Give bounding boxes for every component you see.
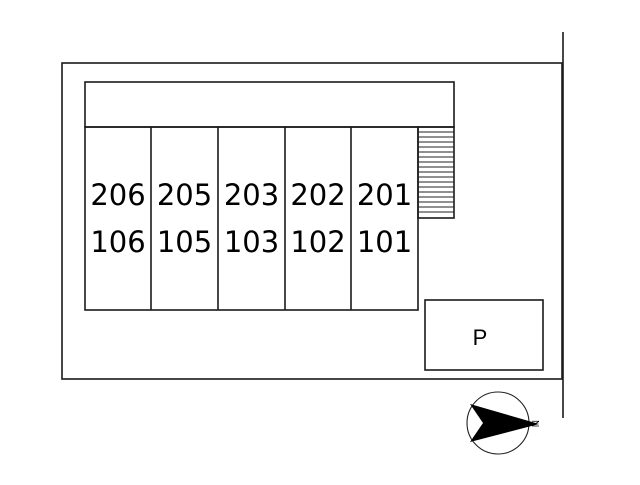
building-corridor xyxy=(84,81,455,128)
unit-dividers xyxy=(150,127,352,310)
building-units-block xyxy=(84,126,419,311)
unit-upper-number: 206 xyxy=(90,178,145,212)
compass-arrow-icon xyxy=(470,404,539,442)
staircase xyxy=(417,126,455,219)
north-compass: N xyxy=(466,391,540,455)
parking-label: P xyxy=(473,325,488,350)
unit-lower-number: 105 xyxy=(157,225,212,259)
unit-upper-number: 203 xyxy=(224,178,279,212)
unit-lower-number: 101 xyxy=(357,225,412,259)
unit-upper-number: 205 xyxy=(157,178,212,212)
unit-lower-number: 106 xyxy=(90,225,145,259)
property-boundary xyxy=(61,62,563,380)
unit-upper-number: 201 xyxy=(357,178,412,212)
parking-area xyxy=(424,299,544,371)
unit-lower-number: 103 xyxy=(224,225,279,259)
unit-upper-number: 202 xyxy=(290,178,345,212)
compass-north-label: N xyxy=(529,420,540,427)
unit-lower-number: 102 xyxy=(290,225,345,259)
